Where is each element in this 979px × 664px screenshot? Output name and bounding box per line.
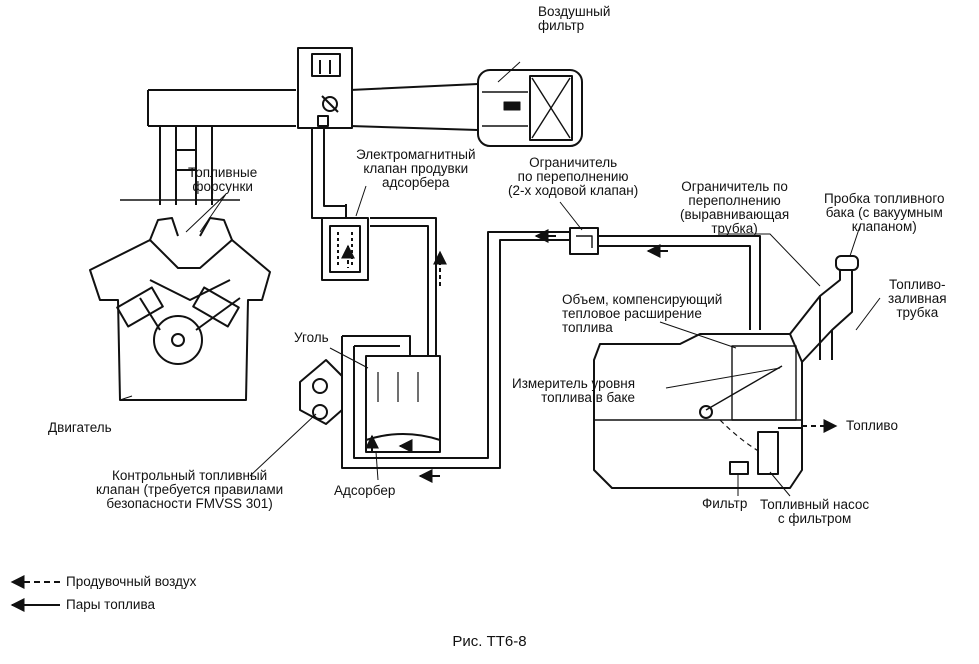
label-overfill-2way: Ограничитель по переполнению (2-х ходово… [508, 155, 639, 198]
filler-pipe [789, 255, 859, 363]
legend-fuel-vapor: Пары топлива [66, 597, 155, 612]
intake-pipes [147, 83, 479, 205]
label-filter: Фильтр [702, 496, 748, 511]
label-overfill-leveling: Ограничитель по переполнению (выравниваю… [680, 179, 790, 236]
purge-valve [321, 204, 369, 281]
label-fuel-gauge: Измеритель уровня топлива в баке [512, 376, 636, 405]
throttle-body [297, 47, 353, 129]
check-valve [299, 359, 343, 425]
label-purge-valve: Электромагнитный клапан продувки адсорбе… [356, 147, 476, 190]
legend-purge-air: Продувочный воздух [66, 574, 197, 589]
label-pump: Топливный насос с фильтром [760, 497, 870, 526]
label-check-valve: Контрольный топливный клапан (требуется … [96, 468, 284, 511]
canister [341, 217, 580, 469]
label-expansion-volume: Объем, компенсирующий тепловое расширени… [562, 292, 723, 335]
figure-caption: Рис. ТТ6-8 [452, 633, 527, 650]
flow-arrows [341, 229, 668, 483]
engine [89, 199, 271, 401]
label-coal: Уголь [294, 330, 329, 345]
air-filter [477, 69, 583, 147]
fuel-tank [593, 333, 803, 489]
legend [10, 575, 60, 612]
label-filler-cap: Пробка топливного бака (с вакуумным клап… [824, 191, 945, 234]
label-canister: Адсорбер [334, 483, 396, 498]
label-injectors: Топливные форсунки [188, 165, 258, 194]
label-engine: Двигатель [48, 420, 112, 435]
leader-lines [119, 61, 881, 497]
two-way-valve [569, 227, 761, 330]
label-air-filter: Воздушный фильтр [538, 4, 611, 33]
label-fuel-out: Топливо [846, 418, 898, 433]
purge-line [311, 128, 346, 219]
label-filler-pipe: Топливо- заливная трубка [888, 277, 947, 320]
